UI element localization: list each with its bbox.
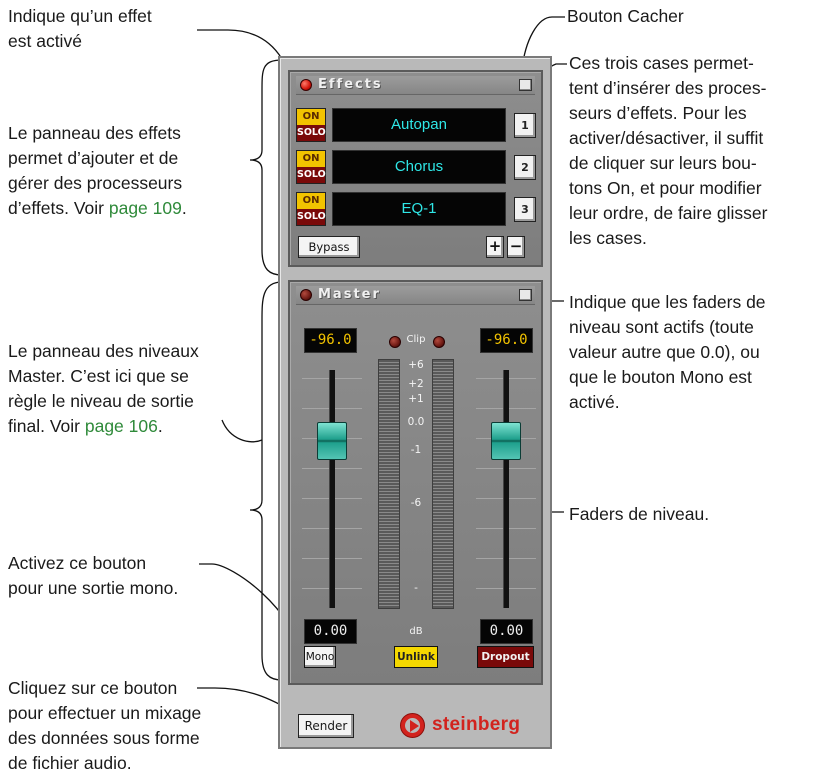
brand-logo-text: steinberg	[432, 714, 521, 735]
right-level-meter	[432, 359, 454, 609]
scale-label: -1	[410, 444, 422, 456]
annotation-level-faders: Faders de niveau.	[569, 504, 710, 524]
on-button[interactable]: ON	[297, 193, 325, 209]
master-panel-link[interactable]: page 106	[84, 416, 158, 436]
scale-label: 0.0	[407, 416, 425, 428]
callout-master-panel	[221, 419, 263, 443]
annotation-effect-active: Indique qu’un effet est activé	[8, 6, 152, 51]
solo-button[interactable]: SOLO	[297, 209, 326, 225]
effect-slot-2[interactable]: ON SOLO Chorus 2	[296, 150, 541, 184]
annotation-render-button: Cliquez sur ce bouton pour effectuer un …	[8, 678, 202, 773]
dropout-button[interactable]: Dropout	[477, 646, 534, 668]
brace-fx-panel	[249, 59, 283, 276]
right-fader-track[interactable]	[503, 370, 509, 608]
right-clip-led-icon[interactable]	[433, 336, 445, 348]
annotation-hide-button: Bouton Cacher	[567, 6, 684, 26]
effect-slot-2-on-solo[interactable]: ON SOLO	[296, 150, 326, 184]
fx-panel-link[interactable]: page 109	[108, 198, 182, 218]
fx-panel-end: .	[181, 198, 187, 218]
effect-slot-3-number[interactable]: 3	[514, 197, 536, 222]
master-panel-end: .	[157, 416, 163, 436]
on-button[interactable]: ON	[297, 109, 325, 125]
master-panel: Master -96.0 -96.0 Clip +6 +2 +1 0.0 -1 …	[288, 280, 543, 685]
left-level-display: -96.0	[304, 328, 357, 353]
scale-label: -6	[410, 497, 422, 509]
fx-panel-text: Le panneau des effets permet d’ajouter e…	[8, 123, 183, 218]
master-panel-text: Le panneau des niveaux Master. C’est ici…	[8, 341, 199, 436]
left-clip-led-icon[interactable]	[389, 336, 401, 348]
remove-effect-button[interactable]: −	[507, 236, 525, 258]
effects-panel: Effects ON SOLO Autopan 1 ON SOLO Chorus…	[288, 70, 543, 267]
plugin-window: Effects ON SOLO Autopan 1 ON SOLO Chorus…	[278, 56, 552, 749]
fader-active-led-icon	[300, 289, 312, 301]
solo-button[interactable]: SOLO	[297, 125, 326, 141]
left-level-meter	[378, 359, 400, 609]
effect-slot-2-name[interactable]: Chorus	[332, 150, 506, 184]
add-effect-button[interactable]: +	[486, 236, 504, 258]
effect-slot-1[interactable]: ON SOLO Autopan 1	[296, 108, 541, 142]
db-label: dB	[409, 626, 423, 637]
right-fader-handle[interactable]	[491, 422, 521, 460]
annotation-fx-panel: Le panneau des effets permet d’ajouter e…	[8, 121, 187, 221]
right-fader-value: 0.00	[480, 619, 533, 644]
scale-label: +6	[408, 359, 424, 371]
annotation-master-panel: Le panneau des niveaux Master. C’est ici…	[8, 339, 199, 439]
annotation-fader-active: Indique que les faders de niveau sont ac…	[569, 292, 766, 412]
mono-button[interactable]: Mono	[304, 646, 336, 668]
effects-title-bar: Effects	[296, 76, 535, 95]
left-fader-value: 0.00	[304, 619, 357, 644]
right-level-display: -96.0	[480, 328, 533, 353]
scale-label: +1	[408, 393, 424, 405]
callout-effect-active	[197, 29, 292, 80]
left-fader-handle[interactable]	[317, 422, 347, 460]
clip-label: Clip	[406, 334, 426, 345]
render-button[interactable]: Render	[298, 714, 354, 738]
master-hide-button[interactable]	[519, 289, 532, 301]
annotation-mono-button: Activez ce bouton pour une sortie mono.	[8, 553, 179, 598]
on-button[interactable]: ON	[297, 151, 325, 167]
effect-slot-3[interactable]: ON SOLO EQ-1 3	[296, 192, 541, 226]
annotation-three-slots: Ces trois cases permet- tent d’insérer d…	[569, 53, 768, 248]
effect-active-led-icon	[300, 79, 312, 91]
effect-slot-1-name[interactable]: Autopan	[332, 108, 506, 142]
master-title-bar: Master	[296, 286, 535, 305]
unlink-button[interactable]: Unlink	[394, 646, 438, 668]
brace-master-panel	[249, 281, 283, 681]
play-icon	[410, 720, 419, 732]
solo-button[interactable]: SOLO	[297, 167, 326, 183]
effects-title: Effects	[318, 77, 383, 92]
scale-label: -	[414, 582, 418, 594]
scale-label: +2	[408, 378, 424, 390]
left-fader-track[interactable]	[329, 370, 335, 608]
effect-slot-2-number[interactable]: 2	[514, 155, 536, 180]
master-title: Master	[318, 287, 381, 302]
effects-hide-button[interactable]	[519, 79, 532, 91]
effect-slot-3-on-solo[interactable]: ON SOLO	[296, 192, 326, 226]
bypass-button[interactable]: Bypass	[298, 236, 360, 258]
effect-slot-1-number[interactable]: 1	[514, 113, 536, 138]
effect-slot-3-name[interactable]: EQ-1	[332, 192, 506, 226]
effect-slot-1-on-solo[interactable]: ON SOLO	[296, 108, 326, 142]
